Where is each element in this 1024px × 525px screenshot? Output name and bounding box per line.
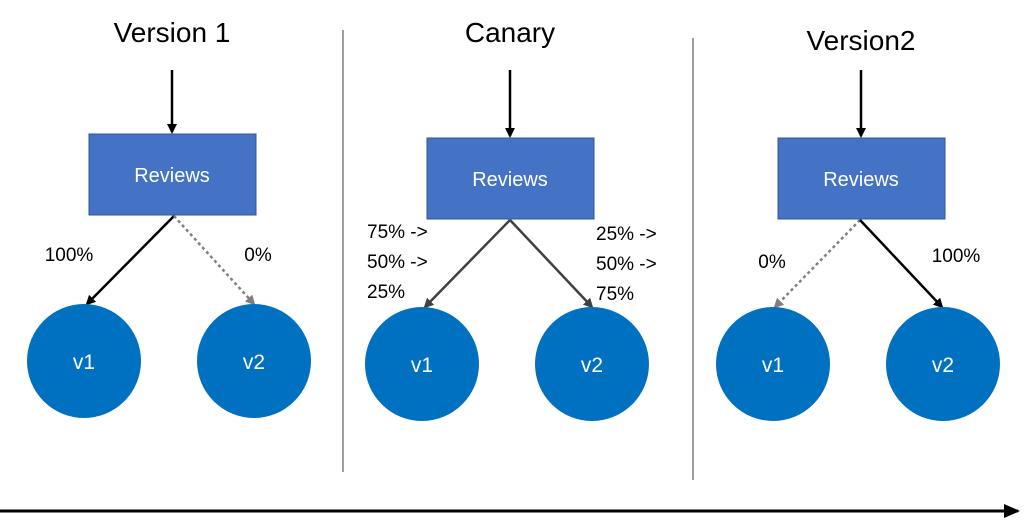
v2-weight-label: 100% [932, 246, 981, 267]
v1-weight-step-2: 50% -> [367, 252, 428, 273]
route-to-v1-arrow [85, 215, 175, 306]
route-to-v1-arrow [773, 219, 861, 309]
panel-title: Canary [465, 17, 555, 48]
panel-canary: Canary Reviews 75% -> 50% -> 25% 25% -> … [365, 17, 657, 421]
panel-title: Version 1 [114, 17, 231, 48]
v1-node-label: v1 [762, 354, 784, 377]
v2-weight-step-1: 25% -> [596, 224, 657, 245]
v1-weight-step-3: 25% [367, 282, 405, 303]
reviews-service-box [426, 137, 595, 220]
v2-weight-label: 0% [244, 245, 272, 266]
panel-version-2: Version2 Reviews 0% 100% v1 v2 [716, 25, 1000, 421]
route-to-v2-arrow [859, 219, 944, 309]
v2-node [886, 307, 1000, 421]
v2-node [535, 307, 649, 421]
v1-node [365, 307, 479, 421]
service-label: Reviews [823, 169, 899, 191]
v2-node-label: v2 [581, 354, 603, 377]
v2-node-label: v2 [932, 354, 954, 377]
v2-node [197, 304, 311, 418]
route-to-v2-arrow [173, 215, 256, 306]
v1-node [716, 307, 830, 421]
v1-node-label: v1 [73, 351, 95, 374]
panel-version-1: Version 1 Reviews 100% 0% v1 v2 [27, 17, 311, 418]
v1-weight-label: 0% [758, 252, 786, 273]
reviews-service-box [88, 133, 257, 216]
v2-node-label: v2 [243, 351, 265, 374]
v2-weight-step-2: 50% -> [596, 254, 657, 275]
service-label: Reviews [134, 165, 210, 187]
route-to-v1-arrow [423, 219, 511, 309]
reviews-service-box [777, 137, 946, 220]
service-label: Reviews [472, 169, 548, 191]
v2-weight-step-3: 75% [596, 284, 634, 305]
v1-weight-label: 100% [45, 245, 94, 266]
route-to-v2-arrow [509, 219, 594, 309]
v1-weight-step-1: 75% -> [367, 222, 428, 243]
v1-node-label: v1 [411, 354, 433, 377]
panel-title: Version2 [807, 25, 916, 56]
v1-node [27, 304, 141, 418]
